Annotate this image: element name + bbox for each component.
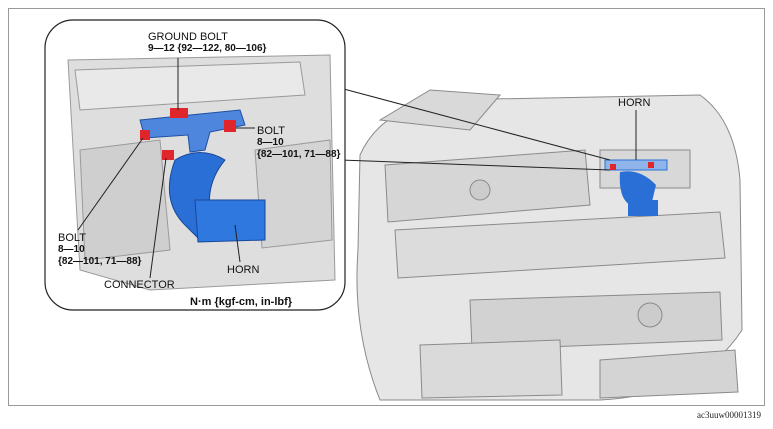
callout-line-bottom (339, 159, 611, 171)
bolt-left-torque2: {82—101, 71—88} (58, 256, 142, 267)
bolt-left-torque1: 8—10 (58, 244, 85, 255)
figure-id: ac3uuw00001319 (697, 410, 761, 420)
units-label: N·m {kgf-cm, in-lbf} (190, 296, 293, 308)
horn-overview-graphic (604, 159, 668, 216)
bolt-right-torque1: 8—10 (257, 137, 284, 148)
horn-detail-label: HORN (227, 264, 260, 276)
bolt-right-name: BOLT (257, 125, 285, 137)
detail-leaders (77, 58, 637, 279)
ground-bolt-label: GROUND BOLT 9—12 {92—122, 80—106} (148, 31, 266, 55)
ground-bolt-name: GROUND BOLT (148, 31, 228, 43)
bolt-left-name: BOLT (58, 232, 86, 244)
connector-label: CONNECTOR (104, 279, 175, 291)
ground-bolt-torque: 9—12 {92—122, 80—106} (148, 43, 267, 54)
bolt-right-torque2: {82—101, 71—88} (257, 149, 341, 160)
vehicle-overview (356, 89, 743, 401)
horn-bracket (139, 109, 246, 153)
figure-frame (8, 8, 765, 406)
connector-marker (162, 150, 174, 160)
bolt-left-label: BOLT 8—10 {82—101, 71—88} (58, 232, 141, 268)
horn-body (194, 199, 266, 243)
ground-bolt-marker (170, 108, 188, 118)
callout-line-top (339, 87, 611, 161)
bolt-left-marker (140, 130, 150, 140)
bolt-right-marker (224, 120, 236, 132)
horn-overview-label: HORN (618, 97, 651, 109)
bolt-right-label: BOLT 8—10 {82—101, 71—88} (257, 125, 340, 161)
